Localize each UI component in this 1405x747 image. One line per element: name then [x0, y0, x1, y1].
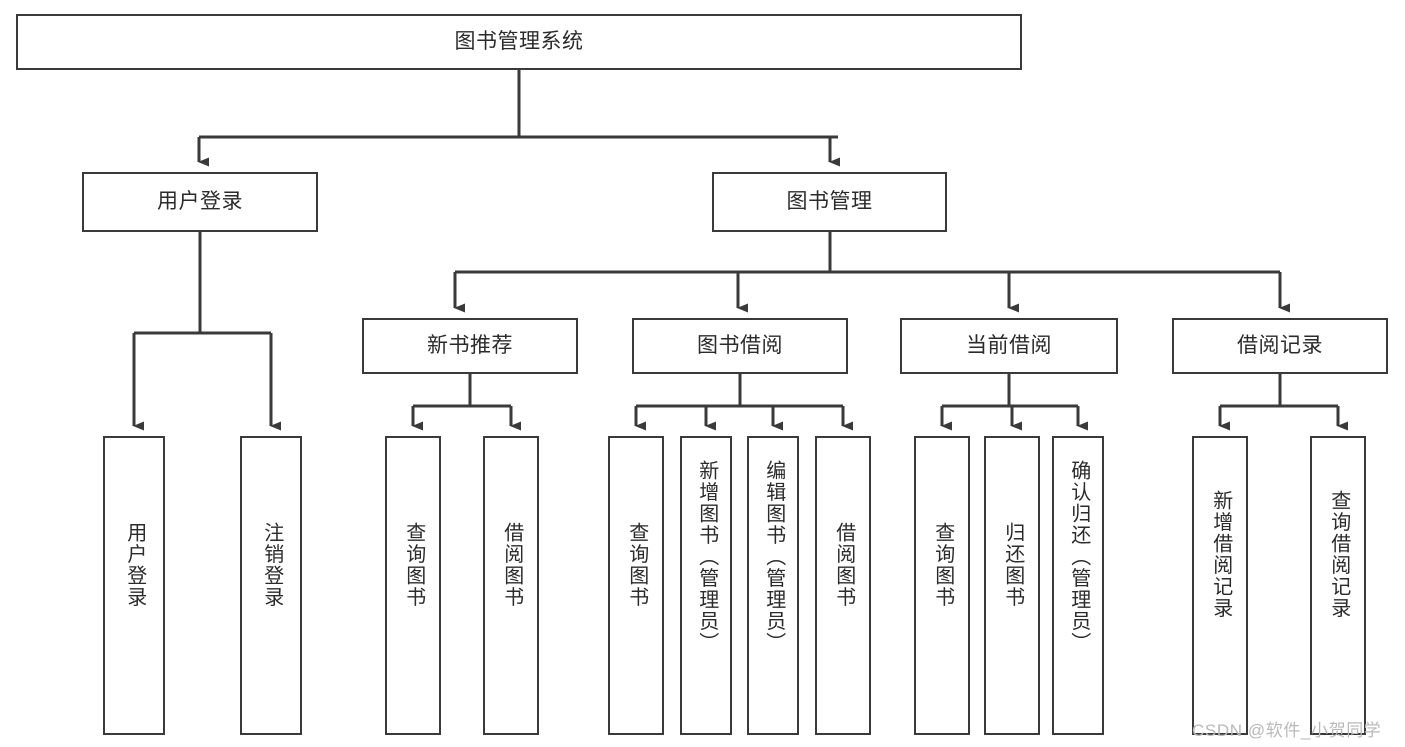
node-user-login-label: 用户登录: [157, 190, 243, 214]
leaf-borrow-book-rec[interactable]: 借阅图书: [483, 436, 539, 735]
leaf-logout-label: 注销登录: [260, 522, 283, 608]
leaf-borrow-book-label: 借阅图书: [832, 522, 855, 608]
watermark-text: CSDN @软件_小贺同学: [1192, 721, 1382, 740]
leaf-edit-book-admin-label: 编辑图书（管理员）: [762, 460, 785, 654]
leaf-add-borrow-record[interactable]: 新增借阅记录: [1192, 436, 1248, 735]
node-new-book-recommend-label: 新书推荐: [427, 334, 513, 358]
leaf-return-book-label: 归还图书: [1001, 522, 1024, 608]
node-root[interactable]: 图书管理系统: [16, 14, 1022, 70]
node-user-login[interactable]: 用户登录: [82, 172, 318, 232]
leaf-query-book-current[interactable]: 查询图书: [914, 436, 970, 735]
leaf-borrow-book[interactable]: 借阅图书: [815, 436, 871, 735]
node-book-borrow-label: 图书借阅: [697, 334, 783, 358]
node-borrow-record-label: 借阅记录: [1237, 334, 1323, 358]
leaf-query-borrow-record[interactable]: 查询借阅记录: [1310, 436, 1366, 735]
node-borrow-record[interactable]: 借阅记录: [1172, 318, 1388, 374]
node-book-management-label: 图书管理: [786, 190, 873, 214]
leaf-return-book[interactable]: 归还图书: [984, 436, 1040, 735]
leaf-logout[interactable]: 注销登录: [240, 436, 302, 735]
leaf-query-book-rec[interactable]: 查询图书: [385, 436, 441, 735]
node-current-borrow-label: 当前借阅: [966, 334, 1052, 358]
node-current-borrow[interactable]: 当前借阅: [900, 318, 1118, 374]
leaf-query-book-borrow-label: 查询图书: [625, 522, 648, 608]
leaf-query-book-borrow[interactable]: 查询图书: [608, 436, 664, 735]
node-root-label: 图书管理系统: [454, 30, 584, 54]
leaf-confirm-return-admin-label: 确认归还（管理员）: [1067, 460, 1090, 654]
node-book-management[interactable]: 图书管理: [712, 172, 947, 232]
leaf-add-borrow-record-label: 新增借阅记录: [1209, 490, 1232, 619]
leaf-confirm-return-admin[interactable]: 确认归还（管理员）: [1052, 436, 1104, 735]
leaf-query-borrow-record-label: 查询借阅记录: [1327, 490, 1350, 619]
leaf-query-book-rec-label: 查询图书: [402, 522, 425, 608]
leaf-add-book-admin-label: 新增图书（管理员）: [695, 460, 718, 654]
leaf-query-book-current-label: 查询图书: [931, 522, 954, 608]
leaf-edit-book-admin[interactable]: 编辑图书（管理员）: [747, 436, 799, 735]
leaf-add-book-admin[interactable]: 新增图书（管理员）: [680, 436, 732, 735]
leaf-user-login[interactable]: 用户登录: [103, 436, 165, 735]
leaf-user-login-label: 用户登录: [123, 522, 146, 608]
node-book-borrow[interactable]: 图书借阅: [632, 318, 848, 374]
node-new-book-recommend[interactable]: 新书推荐: [362, 318, 578, 374]
leaf-borrow-book-rec-label: 借阅图书: [500, 522, 523, 608]
